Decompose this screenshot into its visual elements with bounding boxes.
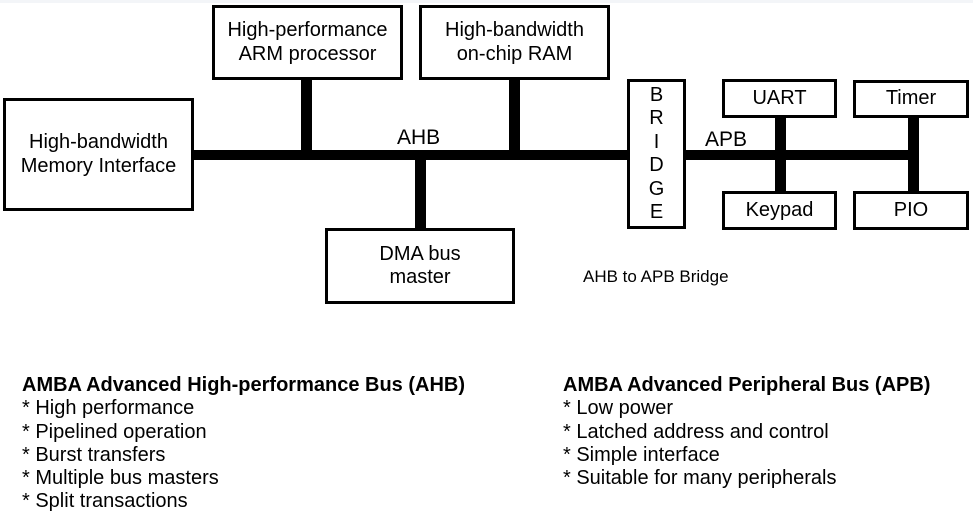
ahb-note: AMBA Advanced High-performance Bus (AHB)…: [22, 374, 522, 514]
apb-note-title: AMBA Advanced Peripheral Bus (APB): [563, 374, 931, 396]
ahb-note-list: * High performance * Pipelined operation…: [22, 397, 522, 513]
apb-note-item: * Latched address and control: [563, 420, 829, 443]
ahb-note-title: AMBA Advanced High-performance Bus (AHB): [22, 374, 465, 396]
node-memory-interface: High-bandwidth Memory Interface: [3, 98, 194, 211]
connector-arm-to-ahb: [301, 78, 312, 154]
ahb-note-item: * Split transactions: [22, 490, 188, 513]
ahb-bus-line: [193, 150, 629, 160]
ahb-note-item: * Multiple bus masters: [22, 467, 219, 490]
top-edge-strip: [0, 0, 973, 3]
apb-bus-line: [683, 150, 919, 160]
node-onchip-ram: High-bandwidth on-chip RAM: [419, 5, 610, 80]
node-bridge: B R I D G E: [627, 79, 686, 229]
node-dma-bus-master: DMA bus master: [325, 228, 515, 304]
apb-note-list: * Low power * Latched address and contro…: [563, 397, 973, 490]
ahb-note-item: * Burst transfers: [22, 443, 166, 466]
node-arm-processor: High-performance ARM processor: [212, 5, 403, 80]
connector-ahb-to-dma: [415, 152, 426, 230]
apb-note-item: * Simple interface: [563, 443, 720, 466]
apb-bus-label: APB: [705, 128, 748, 151]
connector-timer-pio: [908, 115, 919, 193]
ahb-bus-label: AHB: [397, 126, 441, 149]
ahb-note-item: * High performance: [22, 397, 195, 420]
node-keypad: Keypad: [722, 191, 837, 230]
node-pio: PIO: [853, 191, 969, 230]
connector-uart-keypad: [775, 114, 786, 193]
connector-ram-to-ahb: [509, 78, 520, 154]
ahb-note-item: * Pipelined operation: [22, 420, 207, 443]
apb-note-item: * Low power: [563, 397, 674, 420]
node-timer: Timer: [853, 80, 969, 118]
node-uart: UART: [722, 79, 837, 118]
apb-note-item: * Suitable for many peripherals: [563, 467, 837, 490]
bridge-caption: AHB to APB Bridge: [583, 267, 729, 286]
apb-note: AMBA Advanced Peripheral Bus (APB) * Low…: [563, 374, 973, 490]
